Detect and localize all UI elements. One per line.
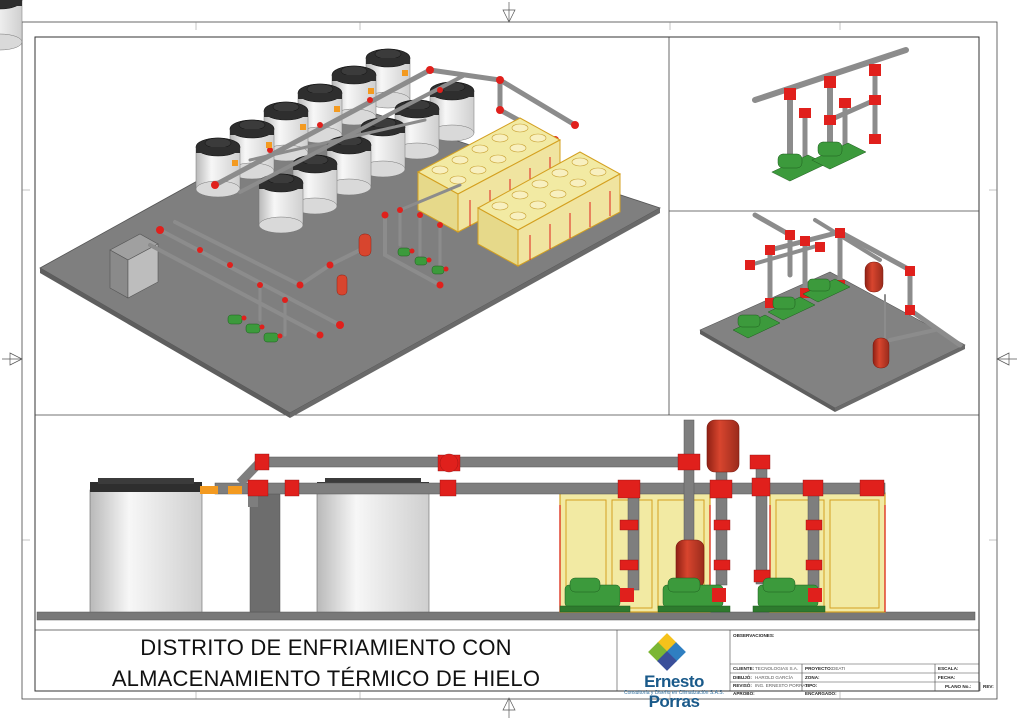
cliente-value: TECNOLOGIAS S.A. <box>755 666 799 671</box>
cliente-label: CLIENTE: <box>733 666 755 671</box>
elevation-fittings <box>247 453 885 583</box>
fecha-label: FECHA: <box>938 675 956 680</box>
pump-detail-view-1 <box>752 47 909 182</box>
proyecto-value: DEATI <box>832 666 846 671</box>
company-logo-subtitle: Consultoría y Diseño en Climatización S.… <box>623 690 725 696</box>
ice-storage-tanks <box>0 0 475 234</box>
drawing-title-line-2: ALMACENAMIENTO TÉRMICO DE HIELO <box>111 666 541 691</box>
title-block-frame <box>616 630 981 691</box>
observaciones-label: OBSERVACIONES: <box>733 633 775 638</box>
pump-detail-view-2 <box>699 212 966 412</box>
expansion-tanks <box>675 419 740 589</box>
dibujo-label: DIBUJÓ: <box>733 675 752 680</box>
company-logo-name: Ernesto Porras <box>644 672 704 711</box>
proyecto-label: PROYECTO: <box>805 666 833 671</box>
electrical-panel <box>109 233 159 299</box>
company-logo-mark <box>648 633 686 671</box>
revision-label: REV: <box>983 684 994 689</box>
chiller-units <box>416 117 622 267</box>
elevation-section-view <box>36 419 976 621</box>
zona-label: ZONA: <box>805 675 820 680</box>
aprobo-label: APROBÓ: <box>733 691 755 696</box>
elevation-storage-tanks <box>89 478 430 613</box>
tank-header-pipes <box>211 66 579 194</box>
reviso-label: REVISÓ: <box>733 683 752 688</box>
reviso-value: ING. ERNESTO PORRAS <box>755 683 809 688</box>
distribution-pipes <box>148 183 462 339</box>
escala-label: ESCALA: <box>938 666 959 671</box>
elevation-pumps <box>559 577 826 613</box>
drawing-title-line-1: DISTRITO DE ENFRIAMIENTO CON <box>140 635 512 660</box>
tipo-label: TIPO: <box>805 683 818 688</box>
plano-number-label: PLANO No.: <box>945 684 972 689</box>
dibujo-value: HAROLD GARCÍA <box>755 675 794 680</box>
main-pumps <box>227 247 449 343</box>
encargado-label: ENCARGADO: <box>805 691 837 696</box>
isometric-plant-view <box>0 0 661 418</box>
